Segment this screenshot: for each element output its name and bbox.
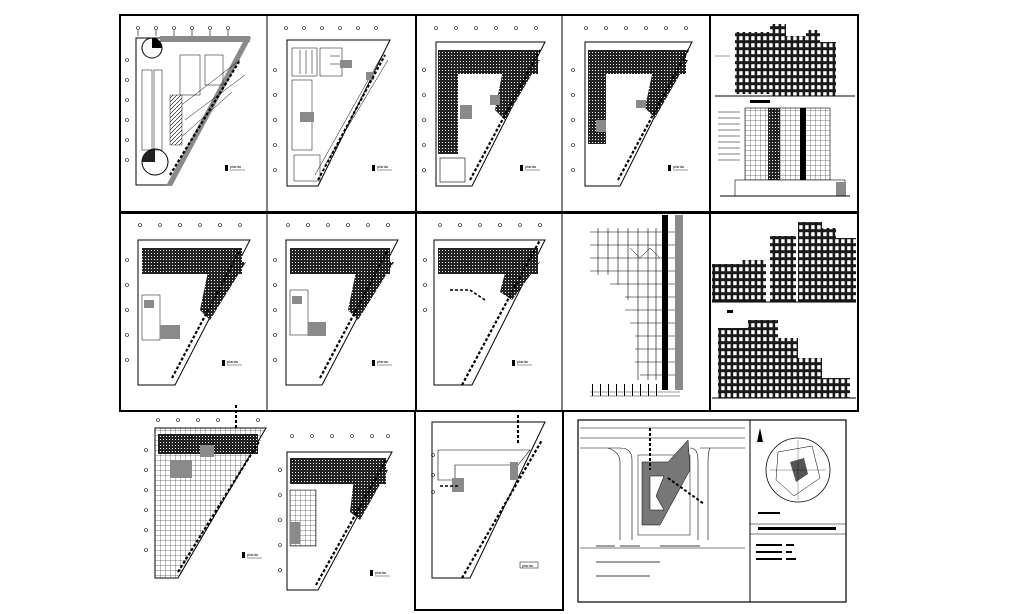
site-plan (577, 419, 847, 603)
plan-level-5: planta (423, 223, 546, 386)
plan-level-1-caption: planta (525, 164, 537, 169)
plan-level-1: planta (422, 26, 546, 187)
section-detail (590, 215, 683, 397)
sheet-frames (119, 14, 859, 611)
plan-ground-caption: planta (377, 164, 389, 169)
plan-level-4-caption: planta (377, 359, 389, 364)
elevations-towers (712, 222, 856, 399)
plan-ground: planta (273, 26, 392, 187)
plan-basement: planta (125, 26, 251, 186)
elevation-section (715, 24, 855, 197)
plan-level-5-caption: planta (517, 359, 529, 364)
plan-basement-caption: planta (230, 164, 242, 169)
plan-level-4: planta (273, 223, 399, 386)
plan-structure: planta (144, 405, 267, 579)
plan-roof-caption: planta (522, 563, 534, 568)
plan-level-6: planta (278, 434, 393, 591)
plan-structure-caption: planta (247, 552, 259, 557)
plan-level-2-caption: planta (673, 164, 685, 169)
plan-roof: planta (431, 415, 546, 579)
plan-level-6-caption: planta (375, 570, 387, 575)
plan-level-2: planta (571, 26, 693, 187)
plan-level-3: planta (125, 223, 251, 386)
plan-level-3-caption: planta (227, 359, 239, 364)
